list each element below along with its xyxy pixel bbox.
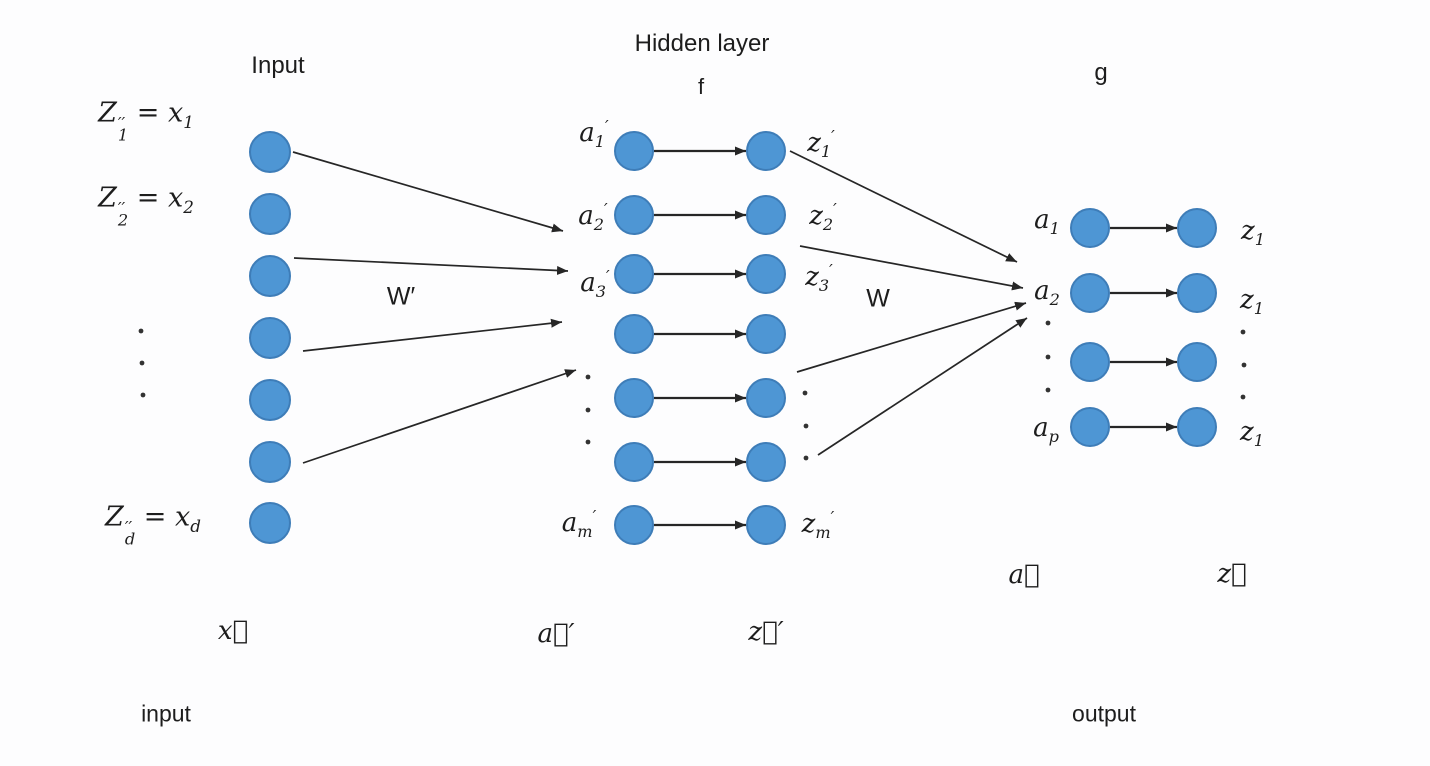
output-node-left [1070, 208, 1110, 248]
hidden-right-label: z3′ [805, 260, 833, 296]
input-node [249, 379, 291, 421]
input-node [249, 131, 291, 173]
output-left-label: ap [1033, 413, 1059, 447]
hidden-ellipsis-dot [802, 390, 808, 396]
output-ellipsis-dot [1240, 329, 1246, 335]
hidden-left-label: a3′ [580, 266, 610, 302]
hidden-node-right [746, 505, 786, 545]
hidden-node-left [614, 254, 654, 294]
output-ellipsis-dot [1045, 320, 1051, 326]
hidden-layer-title: Hidden layer [634, 30, 770, 57]
hidden-left-label: am′ [561, 506, 597, 542]
input-node [249, 502, 291, 544]
hidden-node-left [614, 314, 654, 354]
input-vector-label: x⃗ [217, 616, 249, 646]
hidden-ellipsis-dot [585, 439, 591, 445]
input-node [249, 441, 291, 483]
hidden-output-vector-label: z⃗′ [748, 617, 784, 647]
input-to-hidden-arrow [302, 369, 577, 464]
hidden-right-label: zm′ [801, 507, 835, 543]
input-to-hidden-arrow [293, 257, 569, 275]
output-caption: output [1072, 700, 1136, 727]
output-preactivation-vector-label: a⃗ [1008, 560, 1040, 590]
input-column-title: Input [251, 52, 305, 79]
hidden-node-right [746, 378, 786, 418]
hidden-to-output-arrow [789, 150, 1018, 263]
weight-matrix-w-prime-label: W′ [386, 282, 416, 311]
input-ellipsis-dot [140, 392, 146, 398]
hidden-ellipsis-dot [585, 374, 591, 380]
input-node [249, 317, 291, 359]
input-to-hidden-arrow [302, 318, 563, 352]
input-node [249, 193, 291, 235]
hidden-activation-fn-label: f [697, 74, 705, 99]
input-row-label: Z′′d = xd [105, 501, 201, 549]
hidden-right-label: z2′ [809, 199, 837, 235]
hidden-node-left [614, 505, 654, 545]
output-node-right [1177, 342, 1217, 382]
hidden-node-right [746, 254, 786, 294]
input-to-hidden-arrow [292, 151, 564, 233]
output-left-label: a2 [1034, 276, 1060, 310]
output-left-label: a1 [1034, 205, 1060, 239]
hidden-node-left [614, 442, 654, 482]
hidden-node-left [614, 378, 654, 418]
hidden-left-label: a2′ [578, 199, 608, 235]
output-ellipsis-dot [1045, 354, 1051, 360]
input-ellipsis-dot [139, 360, 145, 366]
hidden-ellipsis-dot [803, 455, 809, 461]
output-node-left [1070, 407, 1110, 447]
output-node-right [1177, 407, 1217, 447]
hidden-to-output-arrow [799, 245, 1024, 291]
hidden-right-label: z1′ [807, 126, 835, 162]
output-ellipsis-dot [1240, 394, 1246, 400]
output-node-right [1177, 208, 1217, 248]
hidden-to-output-arrow [796, 301, 1027, 373]
input-row-label: Z′′2 = x2 [98, 182, 194, 230]
output-node-left [1070, 342, 1110, 382]
hidden-node-left [614, 131, 654, 171]
hidden-preactivation-vector-label: a⃗′ [537, 619, 575, 649]
output-ellipsis-dot [1045, 387, 1051, 393]
output-activation-fn-label: g [1094, 59, 1108, 86]
hidden-ellipsis-dot [585, 407, 591, 413]
hidden-node-right [746, 314, 786, 354]
input-ellipsis-dot [138, 328, 144, 334]
hidden-node-left [614, 195, 654, 235]
output-right-label: z1 [1240, 285, 1264, 319]
hidden-to-output-arrow [817, 317, 1028, 456]
output-right-label: z1 [1241, 216, 1265, 250]
input-row-label: Z′′1 = x1 [98, 97, 194, 145]
hidden-node-right [746, 442, 786, 482]
output-node-right [1177, 273, 1217, 313]
output-right-label: z1 [1240, 417, 1264, 451]
output-node-left [1070, 273, 1110, 313]
hidden-node-right [746, 131, 786, 171]
hidden-ellipsis-dot [803, 423, 809, 429]
hidden-left-label: a1′ [579, 116, 609, 152]
input-node [249, 255, 291, 297]
weight-matrix-w-label: W [866, 284, 890, 313]
output-vector-label: z⃗ [1217, 559, 1247, 589]
hidden-node-right [746, 195, 786, 235]
input-caption: input [141, 700, 191, 727]
output-ellipsis-dot [1241, 362, 1247, 368]
